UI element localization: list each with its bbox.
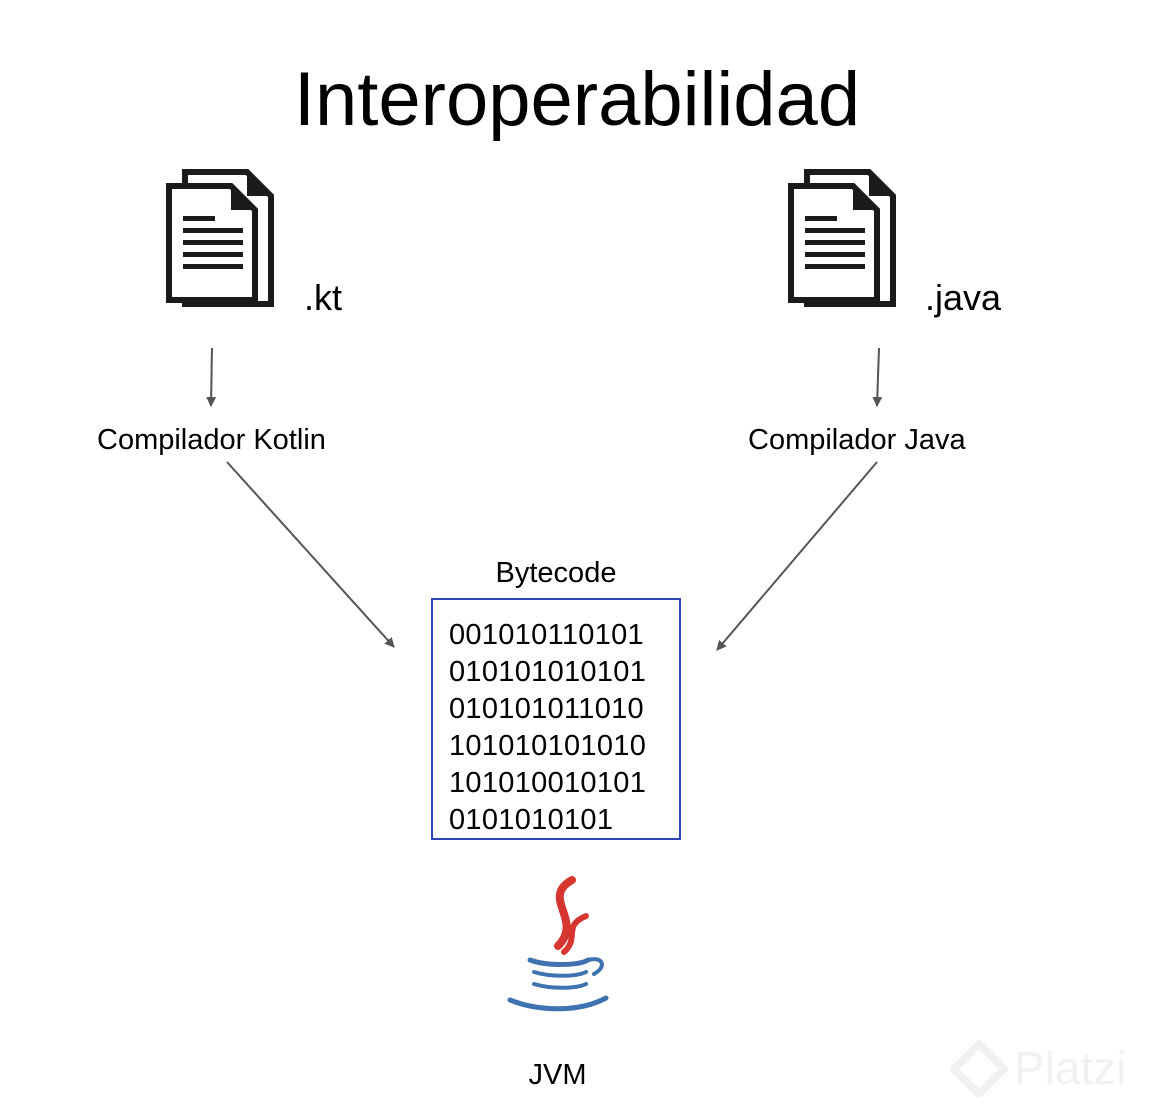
- java-compiler-label: Compilador Java: [748, 424, 966, 456]
- platzi-logo-icon: [950, 1040, 1008, 1098]
- arrow-java-to-bytecode: [716, 461, 878, 651]
- bytecode-box: 001010110101 010101010101 010101011010 1…: [431, 598, 681, 840]
- arrow-java-to-compiler: [872, 347, 883, 407]
- bytecode-line: 101010101010: [449, 730, 647, 762]
- bytecode-lines: 001010110101 010101010101 010101011010 1…: [449, 617, 646, 839]
- documents-icon: [788, 169, 896, 307]
- java-logo-icon: [507, 876, 609, 1012]
- bytecode-label: Bytecode: [495, 557, 617, 589]
- kotlin-compiler-label: Compilador Kotlin: [97, 424, 326, 456]
- documents-icon: [166, 169, 274, 307]
- arrow-kt-to-compiler: [206, 347, 217, 407]
- kotlin-extension-label: .kt: [304, 277, 343, 318]
- platzi-watermark: Platzi: [1014, 1042, 1127, 1094]
- arrow-kotlin-to-bytecode: [226, 461, 395, 648]
- java-extension-label: .java: [925, 277, 1002, 318]
- bytecode-line: 101010010101: [449, 767, 647, 799]
- jvm-label: JVM: [528, 1059, 587, 1091]
- diagram-title: Interoperabilidad: [293, 57, 861, 142]
- bytecode-line: 001010110101: [449, 619, 644, 651]
- bytecode-line: 010101010101: [449, 656, 647, 688]
- bytecode-line: 010101011010: [449, 693, 644, 725]
- bytecode-line: 0101010101: [449, 804, 614, 836]
